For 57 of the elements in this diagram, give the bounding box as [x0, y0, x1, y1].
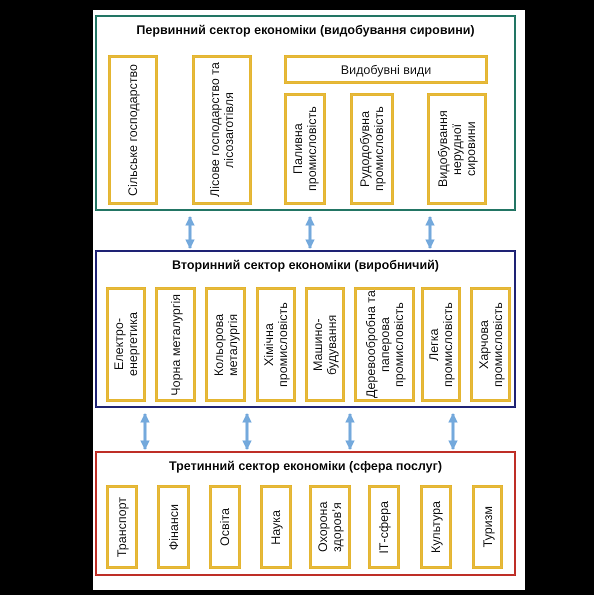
category-label: Культура	[429, 501, 443, 553]
sector-title: Вторинний сектор економіки (виробничий)	[172, 258, 439, 272]
category-label: Легка промисловість	[427, 301, 455, 389]
category-box	[284, 55, 488, 84]
category-box	[368, 485, 400, 569]
sector-panel	[95, 250, 516, 408]
category-label: Туризм	[480, 506, 494, 548]
category-box	[108, 55, 158, 205]
category-box	[106, 287, 146, 402]
double-arrow	[305, 216, 315, 249]
category-label: Фінанси	[166, 504, 180, 550]
category-box	[205, 287, 246, 402]
category-box	[472, 485, 503, 569]
sector-title: Третинний сектор економіки (сфера послуг)	[169, 459, 442, 473]
category-label: Деревообробна та паперова промисловість	[364, 290, 406, 399]
double-arrow	[345, 413, 355, 450]
category-label: Електро-енергетика	[112, 311, 140, 378]
double-arrow	[185, 216, 195, 249]
double-arrow	[448, 413, 458, 450]
category-box	[420, 485, 452, 569]
category-label: Кольорова металургія	[212, 312, 240, 378]
category-label: Освіта	[218, 508, 232, 546]
category-label: Транспорт	[115, 496, 129, 558]
category-label: Паливна промисловість	[291, 106, 319, 194]
category-box	[284, 93, 326, 205]
category-box	[209, 485, 241, 569]
category-label: Чорна металургія	[168, 294, 182, 396]
category-label: Видобування нерудної сировини	[436, 110, 478, 190]
category-label: Сільське господарство	[126, 64, 140, 196]
category-box	[256, 287, 296, 402]
category-label: Наука	[269, 510, 283, 544]
category-box	[421, 287, 461, 402]
category-box	[106, 485, 138, 569]
double-arrow	[425, 216, 435, 249]
category-label: ІТ-сфера	[377, 500, 391, 554]
category-box	[427, 93, 487, 205]
category-label: Охорона здоров’я	[316, 500, 344, 554]
category-box	[305, 287, 345, 402]
category-box	[157, 485, 190, 569]
category-label: Машино-будування	[311, 313, 339, 377]
category-label: Харчова промисловість	[476, 301, 504, 389]
sector-panel	[95, 451, 516, 576]
category-box	[470, 287, 511, 402]
category-box	[192, 55, 252, 205]
category-label: Лісове господарство та лісозаготівля	[208, 61, 236, 200]
sector-title: Первинний сектор економіки (видобування сировини)	[136, 23, 475, 37]
double-arrow	[242, 413, 252, 450]
category-label: Видобувні види	[340, 62, 432, 76]
category-box	[354, 287, 415, 402]
category-box	[350, 93, 394, 205]
category-box	[309, 485, 351, 569]
double-arrow	[140, 413, 150, 450]
sector-panel	[95, 15, 516, 211]
category-box	[260, 485, 292, 569]
category-label: Рудодобувна промисловість	[358, 106, 386, 194]
category-box	[155, 287, 196, 402]
category-label: Хімічна промисловість	[262, 301, 290, 389]
